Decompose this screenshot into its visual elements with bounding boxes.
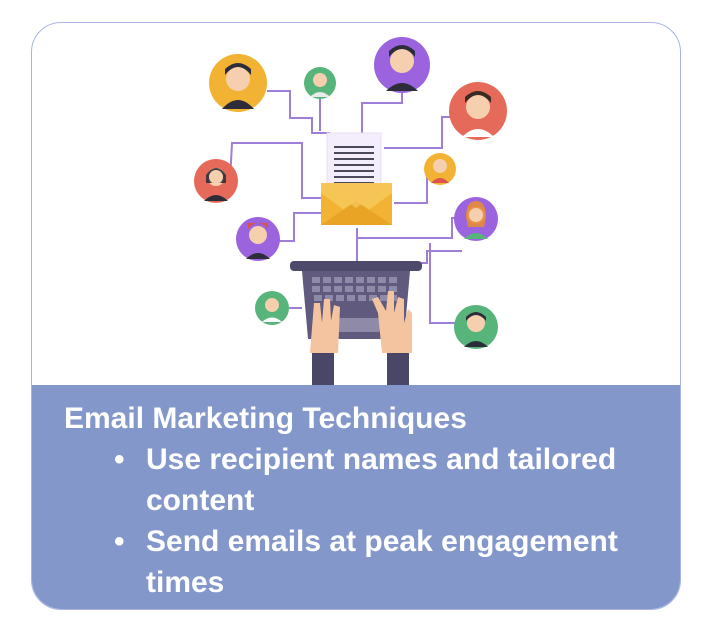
list-item: • Send emails at peak engagement times — [114, 521, 680, 603]
bullet-icon: • — [114, 443, 125, 476]
person-avatar-icon — [454, 305, 498, 349]
person-avatar-icon — [209, 54, 267, 112]
caption-bullet-list: • Use recipient names and tailored conte… — [64, 439, 680, 603]
person-avatar-icon — [255, 291, 289, 325]
hands-icon — [310, 291, 412, 385]
list-item-text: Send emails at peak engagement times — [146, 525, 618, 599]
person-avatar-icon — [374, 37, 430, 93]
caption-title: Email Marketing Techniques — [64, 402, 467, 435]
person-avatar-icon — [424, 153, 456, 185]
list-item: • Use recipient names and tailored conte… — [114, 439, 680, 521]
person-avatar-icon — [194, 159, 238, 203]
person-avatar-icon — [454, 197, 498, 241]
person-avatar-icon — [304, 67, 336, 99]
bullet-icon: • — [114, 525, 125, 558]
list-item-text: Use recipient names and tailored content — [146, 443, 617, 517]
person-avatar-icon — [236, 217, 280, 261]
person-avatar-icon — [449, 82, 507, 140]
info-card: Email Marketing Techniques • Use recipie… — [31, 22, 681, 610]
envelope-icon — [321, 183, 392, 225]
caption-panel: Email Marketing Techniques • Use recipie… — [32, 385, 680, 609]
email-marketing-illustration — [194, 37, 507, 385]
